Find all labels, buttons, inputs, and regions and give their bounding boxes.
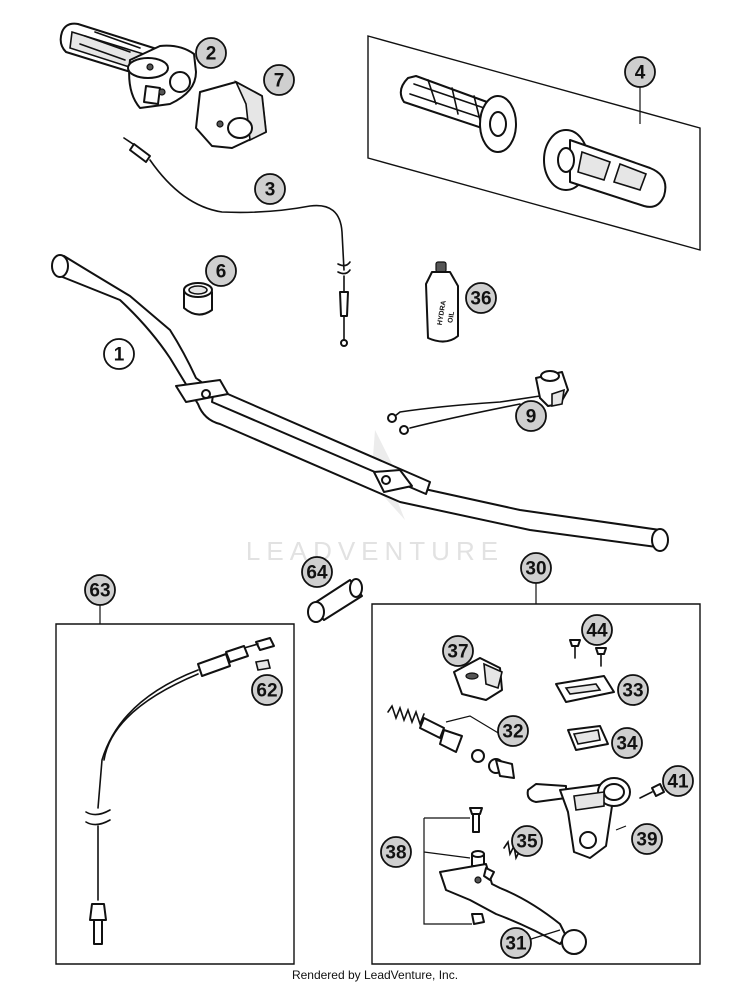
adjuster-spring[interactable] (503, 839, 521, 861)
svg-text:2: 2 (206, 44, 217, 65)
callout-30: 30 (520, 552, 552, 584)
svg-text:30: 30 (525, 559, 546, 580)
callout-3: 3 (254, 173, 286, 205)
reservoir-cap[interactable] (453, 657, 503, 701)
leader-lines (99, 86, 641, 941)
svg-text:33: 33 (622, 681, 643, 702)
callout-4: 4 (624, 56, 656, 88)
throttle-grip[interactable] (59, 22, 197, 109)
bottle-label-hydra: HYDRA (437, 300, 448, 326)
reservoir-cover[interactable] (555, 675, 615, 703)
throttle-cover[interactable] (195, 80, 267, 149)
diaphragm[interactable] (567, 725, 609, 751)
master-cylinder[interactable] (526, 777, 631, 859)
callout-41: 41 (662, 765, 694, 797)
bottle-label-oil: OIL (447, 310, 456, 323)
bushing[interactable] (183, 282, 213, 316)
throttle-cable[interactable] (123, 137, 351, 347)
svg-text:62: 62 (256, 681, 277, 702)
clutch-lever-assembly[interactable] (371, 603, 701, 965)
svg-text:3: 3 (265, 180, 276, 201)
callout-44: 44 (581, 614, 613, 646)
callout-64: 64 (301, 556, 333, 588)
callout-9: 9 (515, 400, 547, 432)
callout-34: 34 (611, 727, 643, 759)
callout-63: 63 (84, 574, 116, 606)
callout-38: 38 (380, 836, 412, 868)
svg-text:63: 63 (89, 581, 110, 602)
callout-32: 32 (497, 715, 529, 747)
callout-6: 6 (205, 255, 237, 287)
footer-credit: Rendered by LeadVenture, Inc. (291, 968, 459, 982)
callout-37: 37 (442, 635, 474, 667)
callout-33: 33 (617, 674, 649, 706)
callout-7: 7 (263, 64, 295, 96)
svg-text:32: 32 (502, 722, 523, 743)
svg-text:44: 44 (586, 621, 608, 642)
clutch-cable[interactable] (55, 623, 295, 965)
piston-kit[interactable] (387, 704, 515, 779)
callout-35: 35 (511, 825, 543, 857)
callout-2: 2 (195, 37, 227, 69)
clutch-lever[interactable] (439, 863, 587, 955)
svg-text:9: 9 (526, 407, 537, 428)
grip-set[interactable] (367, 35, 701, 251)
pivot-hardware[interactable] (423, 807, 485, 925)
svg-text:4: 4 (635, 63, 646, 84)
bar-pad[interactable] (307, 578, 363, 623)
cover-screws[interactable] (569, 639, 607, 667)
callout-62: 62 (251, 674, 283, 706)
svg-text:39: 39 (636, 830, 657, 851)
callout-39: 39 (631, 823, 663, 855)
watermark-text: LEADVENTURE (246, 536, 504, 566)
svg-text:7: 7 (274, 71, 285, 92)
svg-text:64: 64 (306, 563, 328, 584)
svg-text:6: 6 (216, 262, 227, 283)
callout-1: 1 (103, 338, 135, 370)
svg-text:41: 41 (667, 772, 689, 793)
svg-text:37: 37 (447, 642, 468, 663)
svg-text:34: 34 (616, 734, 638, 755)
svg-text:35: 35 (516, 832, 538, 853)
clamp-bolt[interactable] (639, 783, 665, 799)
kill-switch[interactable] (387, 370, 569, 435)
callout-31: 31 (500, 927, 532, 959)
svg-text:38: 38 (385, 843, 406, 864)
svg-text:36: 36 (470, 289, 491, 310)
handlebar[interactable] (51, 254, 669, 552)
svg-text:31: 31 (505, 934, 527, 955)
svg-text:1: 1 (114, 345, 125, 366)
callout-36: 36 (465, 282, 497, 314)
hydraulic-oil-bottle[interactable]: HYDRA OIL (425, 261, 459, 343)
